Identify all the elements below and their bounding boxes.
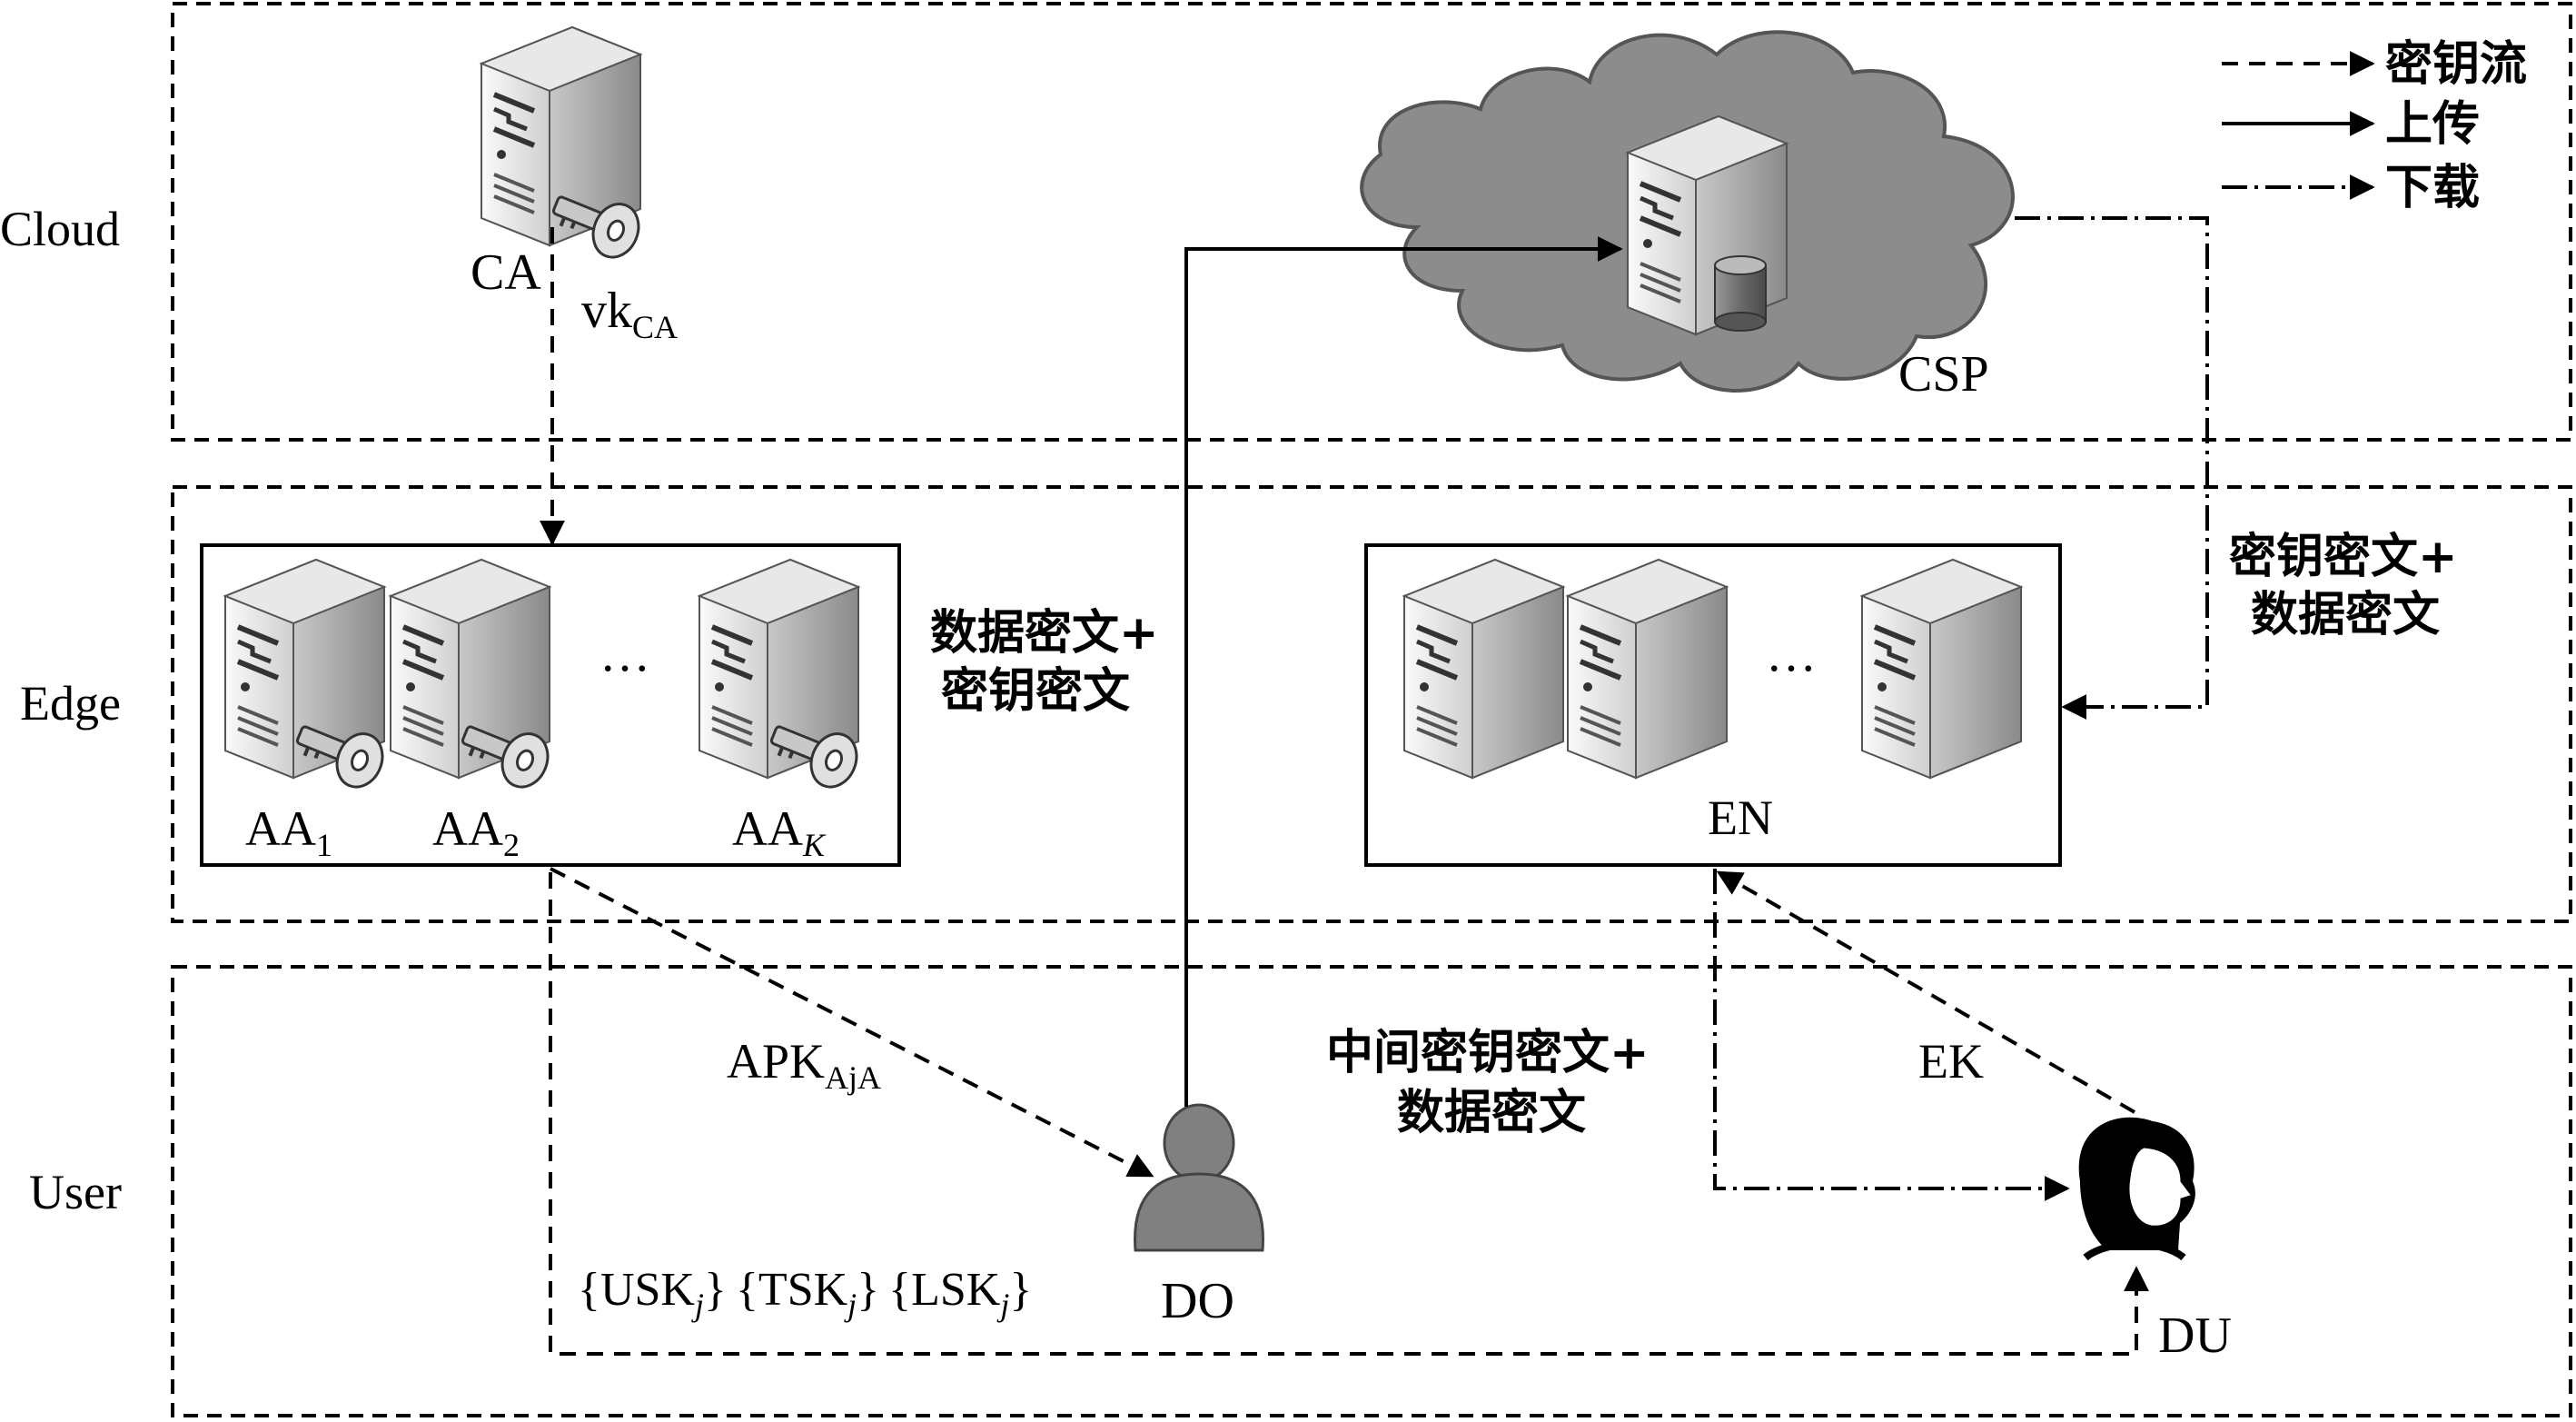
do-to-csp-upload (1184, 236, 1623, 1107)
vk-base: vk (581, 283, 632, 339)
do-upload-label-2: 密钥密文 (941, 664, 1130, 719)
user-zone (171, 965, 2572, 1417)
apk-label: APKAjA (727, 1034, 881, 1096)
aa-to-do-keyflow (550, 867, 1154, 1178)
ca-label: CA (471, 244, 541, 301)
legend: 密钥流 上传 下载 (2222, 37, 2527, 215)
user-layer-label: User (29, 1165, 122, 1219)
aak-label: AAK (732, 801, 827, 863)
aa-to-du-keyflow (549, 872, 2149, 1356)
du-person-icon (2078, 1117, 2195, 1261)
vk-sub: CA (632, 309, 678, 345)
database-icon (1714, 255, 1767, 332)
do-upload-label-1: 数据密文+ (930, 606, 1159, 661)
vk-ca-label: vkCA (581, 283, 678, 345)
aa-ellipsis: … (599, 626, 650, 682)
ca-server-icon (481, 27, 649, 266)
en-download-label-1: 中间密钥密文+ (1326, 1026, 1650, 1080)
en-server-1-icon (1404, 560, 1563, 778)
csp-download-label-1: 密钥密文+ (2229, 530, 2458, 584)
cloud-layer-label: Cloud (0, 202, 120, 256)
ek-label: EK (1918, 1034, 1984, 1089)
do-person-icon (1134, 1103, 1264, 1252)
en-download-label-2: 数据密文 (1397, 1086, 1586, 1140)
csp-to-en-download (2015, 216, 2209, 720)
en-server-2-icon (1568, 560, 1727, 778)
legend-download-label: 下载 (2385, 161, 2480, 215)
aa2-server-icon (391, 560, 558, 796)
csp-label: CSP (1898, 346, 1989, 403)
aa1-label: AA1 (245, 801, 332, 863)
du-label: DU (2158, 1308, 2232, 1364)
aak-server-icon (699, 560, 867, 796)
en-label: EN (1708, 791, 1773, 845)
en-ellipsis: … (1766, 626, 1817, 682)
do-label: DO (1161, 1273, 1234, 1329)
edge-layer-label: Edge (20, 676, 121, 731)
csp-download-label-2: 数据密文 (2251, 588, 2440, 642)
aa2-label: AA2 (432, 801, 520, 863)
en-to-du-download (1713, 869, 2070, 1201)
en-server-3-icon (1862, 560, 2021, 778)
legend-key-flow-label: 密钥流 (2385, 37, 2527, 92)
user-keys-label: {USKj}{TSKj}{LSKj} (578, 1264, 1032, 1323)
aa1-server-icon (225, 560, 392, 796)
legend-upload-label: 上传 (2385, 97, 2480, 152)
